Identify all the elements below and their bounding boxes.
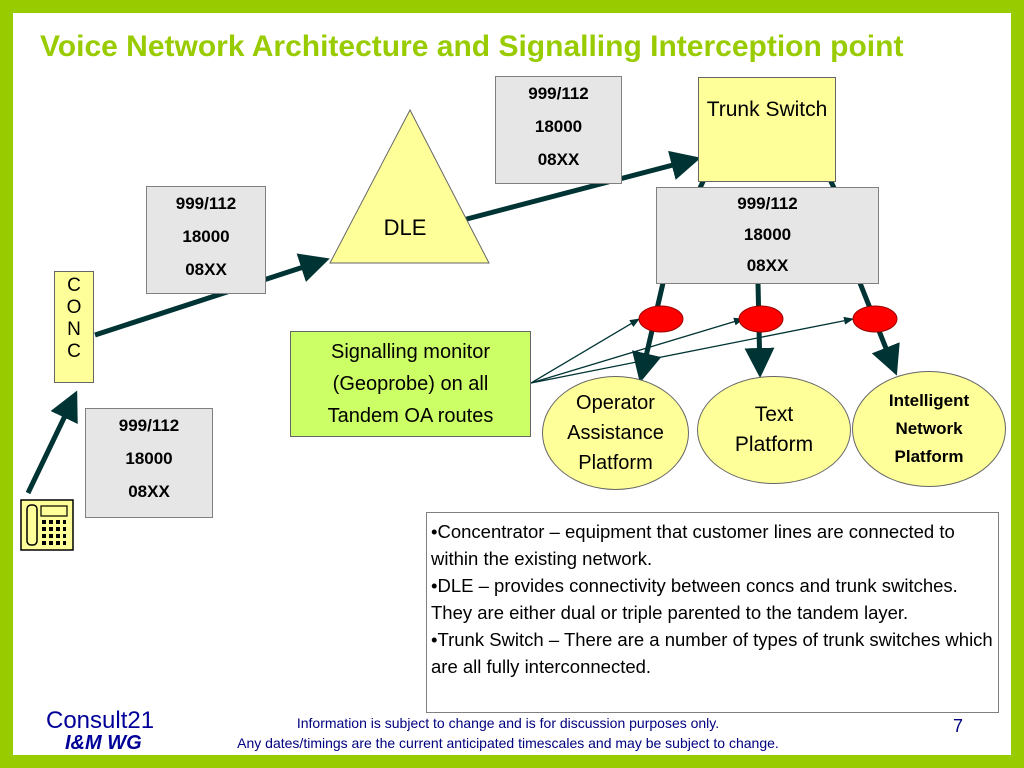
text-platform: Text Platform	[697, 376, 851, 484]
operator-assistance-platform: Operator Assistance Platform	[542, 376, 689, 490]
platform-line: Network	[895, 419, 963, 438]
page-title: Voice Network Architecture and Signallin…	[40, 30, 904, 63]
code-line: 18000	[125, 449, 173, 468]
tap-point-operator	[638, 305, 684, 333]
brand-name: Consult21	[46, 707, 155, 734]
platform-line: Platform	[894, 447, 964, 466]
page-number: 7	[953, 716, 964, 736]
code-box-trunk: 999/112 18000 08XX	[656, 187, 879, 284]
dle-triangle	[329, 108, 490, 264]
code-line: 08XX	[746, 256, 789, 275]
dle-label: DLE	[384, 215, 427, 240]
tap-line-3	[530, 316, 854, 384]
trunk-switch-node: Trunk Switch	[698, 77, 836, 182]
code-box-conc: 999/112 18000 08XX	[146, 186, 266, 294]
tap-line-2	[530, 317, 744, 384]
platform-line: Assistance	[567, 422, 664, 444]
trunk-switch-label: Trunk Switch	[706, 98, 828, 121]
conc-letter: N	[67, 319, 81, 340]
platform-line: Text	[754, 403, 794, 426]
monitor-line: (Geoprobe) on all	[332, 373, 489, 395]
code-line: 18000	[182, 227, 230, 246]
code-line: 08XX	[537, 150, 580, 169]
conc-letter: C	[67, 341, 81, 362]
concentrator-node: C O N C	[54, 271, 94, 383]
code-line: 08XX	[185, 260, 227, 279]
conc-letter: O	[66, 297, 82, 318]
tap-point-intelligent	[852, 305, 898, 333]
code-box-dle: 999/112 18000 08XX	[495, 76, 622, 184]
telephone-icon	[20, 499, 74, 551]
definitions-box: •Concentrator – equipment that customer …	[426, 512, 999, 713]
definition-trunk-switch: •Trunk Switch – There are a number of ty…	[431, 629, 993, 677]
code-line: 999/112	[737, 194, 798, 213]
signalling-monitor-node: Signalling monitor (Geoprobe) on all Tan…	[290, 331, 531, 437]
tap-line-1	[530, 318, 640, 384]
connections: DLE	[20, 108, 900, 551]
platform-line: Intelligent	[888, 391, 970, 410]
link-conc-dle	[94, 253, 330, 338]
code-line: 18000	[743, 225, 792, 244]
definition-dle: •DLE – provides connectivity between con…	[431, 575, 958, 623]
slide: Voice Network Architecture and Signallin…	[13, 13, 1011, 755]
intelligent-network-platform: Intelligent Network Platform	[852, 371, 1006, 487]
code-box-phone: 999/112 18000 08XX	[85, 408, 213, 518]
code-line: 999/112	[528, 84, 589, 103]
disclaimer-line-2: Any dates/timings are the current antici…	[237, 735, 779, 751]
code-line: 999/112	[118, 416, 180, 435]
monitor-line: Tandem OA routes	[327, 405, 494, 427]
platform-line: Operator	[576, 392, 655, 414]
monitor-line: Signalling monitor	[331, 341, 490, 363]
platform-line: Platform	[734, 433, 814, 456]
code-line: 999/112	[175, 194, 237, 213]
conc-letter: C	[67, 275, 81, 296]
definition-concentrator: •Concentrator – equipment that customer …	[431, 521, 955, 569]
tap-point-text	[738, 305, 784, 333]
disclaimer-line-1: Information is subject to change and is …	[296, 715, 720, 731]
code-line: 18000	[534, 117, 583, 136]
platform-line: Platform	[578, 452, 653, 474]
code-line: 08XX	[128, 482, 170, 501]
group-name: I&M WG	[65, 732, 142, 754]
link-dle-trunk	[462, 150, 701, 223]
link-phone-conc	[25, 390, 78, 495]
